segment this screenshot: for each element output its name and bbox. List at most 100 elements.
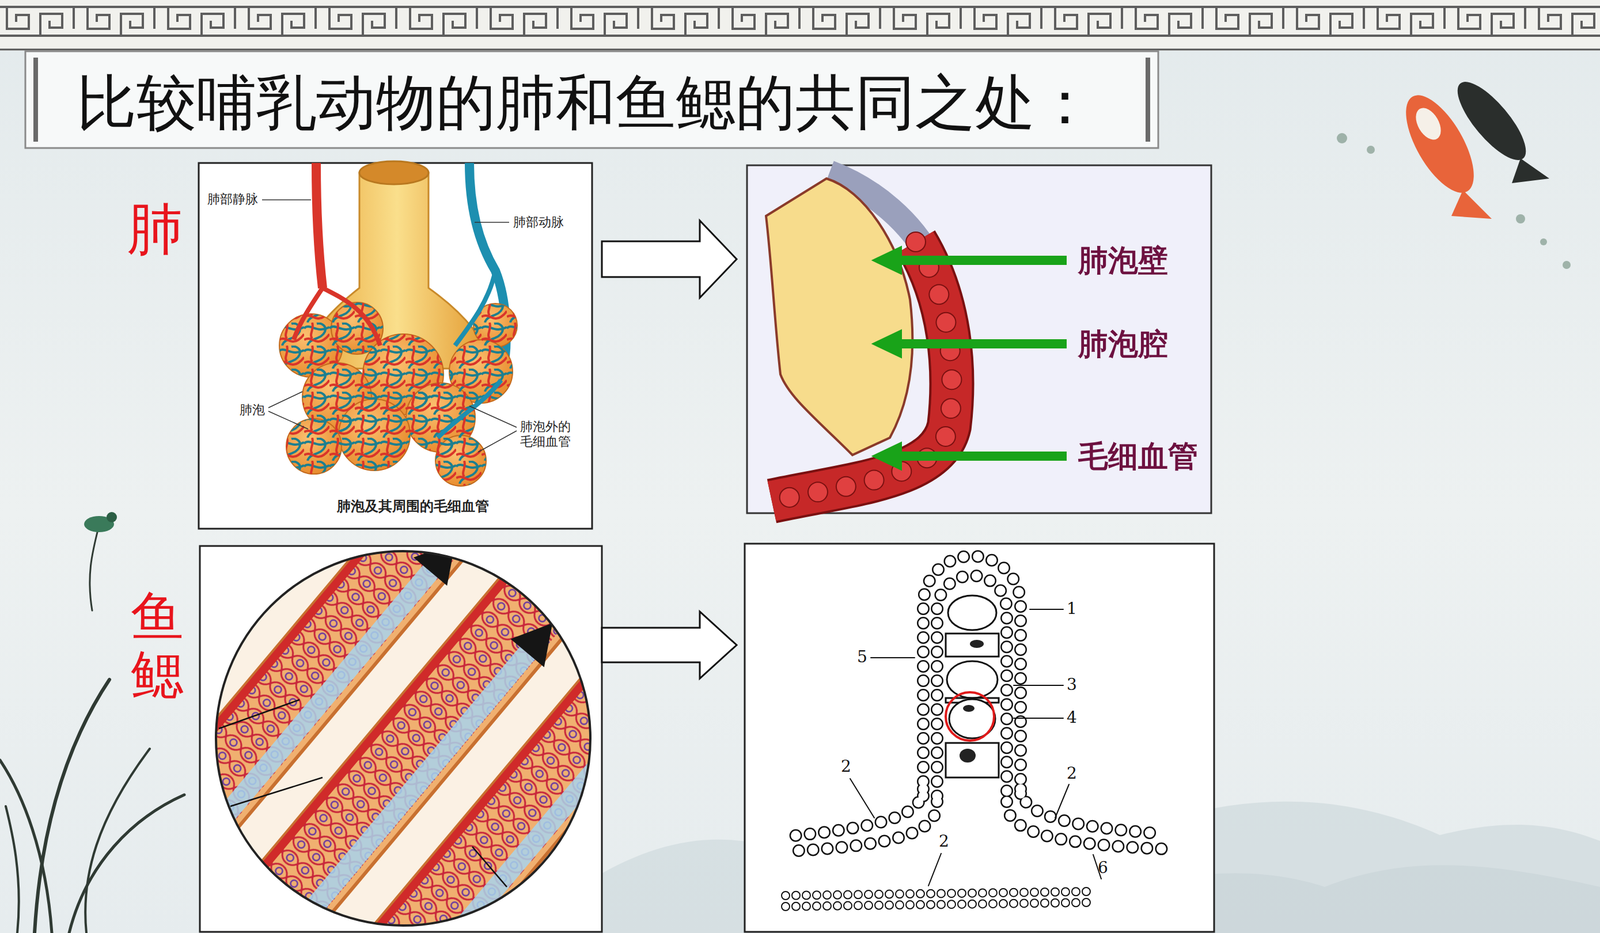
lung-illustration: [293, 287, 381, 346]
gill-illustration: [139, 464, 630, 933]
lung-illustration: [437, 270, 502, 438]
part-label: 肺泡腔: [1078, 327, 1169, 360]
lamella-drawing: [923, 556, 1021, 796]
lamella-drawing: [945, 742, 999, 778]
alveolus-detail: [898, 255, 1067, 265]
koi-fish: [1336, 72, 1571, 269]
koi-fish: [1562, 260, 1571, 269]
lung-illustration: [268, 411, 309, 430]
lamella-drawing: [969, 639, 984, 648]
gill-illustration: [214, 572, 430, 829]
lung-illustration: [268, 391, 303, 408]
callout-number: 3: [1066, 676, 1078, 695]
lung-illustration: [338, 399, 411, 471]
lung-illustration: [286, 418, 342, 475]
alveolus-detail: [898, 339, 1067, 349]
lung-illustration: [435, 435, 487, 487]
slide-title: 比较哺乳动物的肺和鱼鳃的共同之处：: [76, 69, 1095, 136]
lung-illustration: [474, 221, 510, 223]
alveolus-detail: [771, 241, 952, 502]
lamella-drawing: [1055, 784, 1069, 818]
part-label: 肺泡: [239, 403, 265, 417]
lamella-drawing: [1013, 717, 1064, 719]
ink-grass: [0, 529, 185, 933]
part-label: 肺泡壁: [1078, 243, 1169, 277]
lung-illustration: [359, 161, 429, 185]
lung-illustration: [435, 435, 487, 487]
lamella-drawing: [789, 789, 924, 837]
lamella-drawing: [870, 657, 915, 659]
title-box: [1145, 57, 1151, 142]
lamella-drawing: [850, 778, 875, 818]
lamella-drawing: [789, 801, 938, 852]
ink-grass: [5, 806, 20, 933]
lamella-drawing: [789, 556, 1164, 852]
gill-illustration: [413, 527, 667, 749]
gill-illustration: [124, 448, 708, 933]
gill-illustration: [413, 527, 473, 586]
callout-number: 2: [840, 757, 852, 776]
alveolus-detail: [872, 246, 902, 275]
ink-grass: [89, 529, 98, 611]
lamella-drawing: [785, 891, 1087, 896]
lamella-drawing: [959, 639, 984, 763]
fret-border: [0, 0, 1600, 51]
lamella-drawing: [789, 789, 924, 837]
lamella-drawing: [1029, 608, 1064, 610]
lung-panel: [198, 162, 593, 529]
koi-fish: [1336, 133, 1571, 269]
alveolus-detail: [872, 330, 902, 358]
lamella-panel: [744, 543, 1215, 932]
lung-illustration: [262, 199, 312, 201]
lung-illustration: [286, 418, 342, 475]
lamella-drawing: [959, 748, 976, 763]
alveolus-detail: [771, 241, 952, 502]
alveolus-panel: [747, 165, 1212, 514]
koi-fish: [1410, 103, 1446, 144]
bird: [106, 512, 117, 523]
lamella-drawing: [945, 595, 999, 778]
part-label: 毛细血管: [1078, 439, 1198, 473]
koi-fish: [1446, 72, 1537, 170]
alveolus-detail: [872, 442, 902, 470]
gill-illustration: [139, 464, 436, 818]
fret-border: [0, 0, 1600, 51]
bird: [84, 512, 117, 533]
callout-number: 1: [1066, 600, 1078, 618]
gill-illustration: [215, 551, 591, 926]
ink-grass: [34, 679, 110, 933]
lamella-drawing: [785, 902, 1087, 907]
lamella-drawing: [785, 891, 1087, 907]
lamella-drawing: [1020, 789, 1164, 834]
koi-fish: [1451, 190, 1492, 219]
lamella-drawing: [1006, 801, 1164, 849]
koi-fish: [1336, 133, 1348, 144]
figure-caption: 肺泡及其周围的毛细血管: [336, 498, 489, 514]
gill-illustration: [472, 846, 507, 887]
gill-illustration: [607, 690, 667, 749]
koi-fish: [1540, 238, 1548, 246]
alveolus-detail: [766, 178, 913, 456]
lung-illustration: [316, 162, 323, 288]
koi-fish: [1515, 214, 1526, 224]
lamella-drawing: [937, 575, 1007, 796]
title-box: [33, 57, 39, 142]
lamella-drawing: [1013, 684, 1064, 686]
lung-illustration: [469, 406, 517, 428]
alveolus-detail: [771, 241, 952, 502]
section-label: 肺: [127, 198, 184, 261]
part-label: 肺部动脉: [513, 215, 564, 230]
gill-illustration: [214, 572, 624, 933]
lamella-drawing: [785, 902, 1087, 907]
ink-grass: [85, 748, 150, 933]
lung-illustration: [478, 430, 517, 453]
gill-illustration: [124, 448, 708, 933]
part-label: 肺泡外的 毛细血管: [520, 419, 577, 450]
lung-illustration: [279, 302, 518, 487]
ink-grass: [0, 760, 52, 933]
callout-number: 2: [938, 832, 950, 851]
lung-illustration: [338, 399, 411, 471]
part-label: 肺部静脉: [207, 192, 259, 207]
